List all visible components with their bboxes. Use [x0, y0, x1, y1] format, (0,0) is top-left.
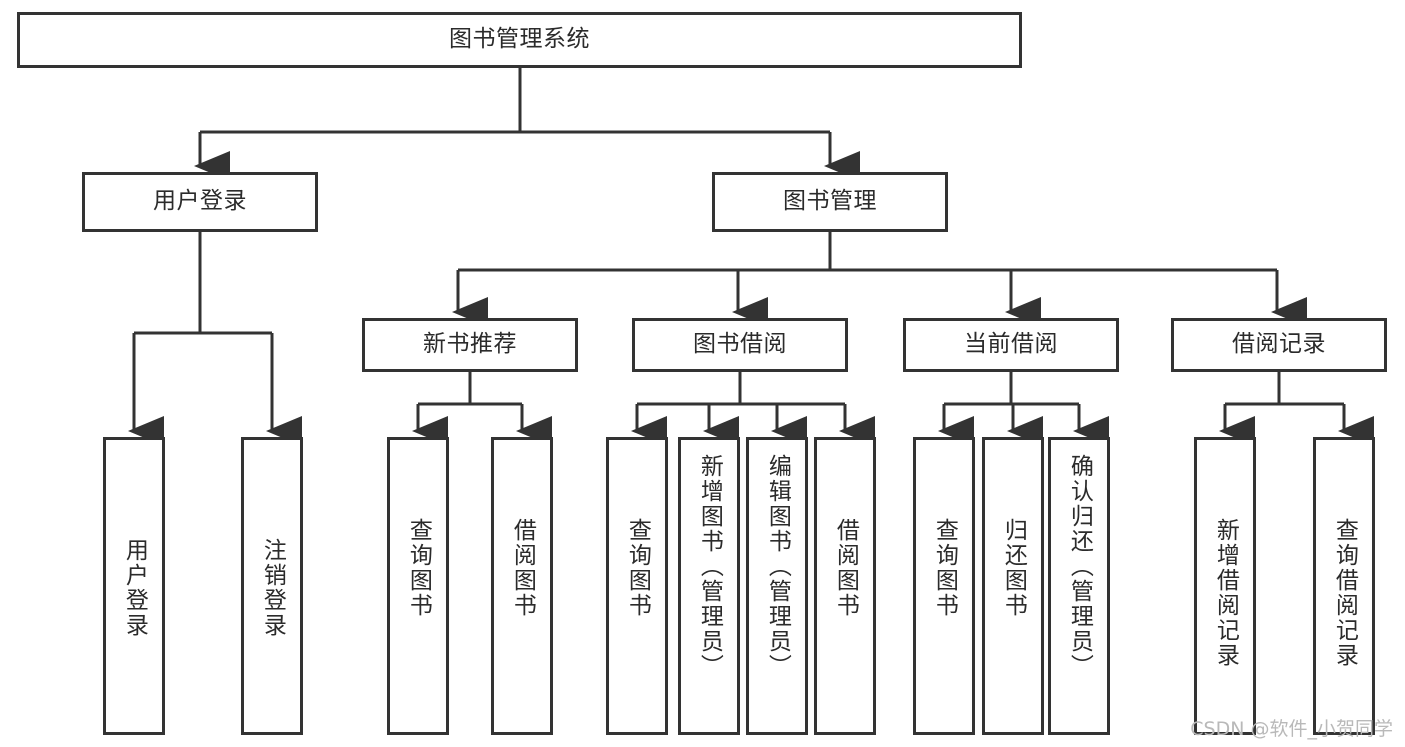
leaf-book-borrow-edit-label: 编辑图书（管理员） — [764, 454, 791, 679]
node-new-book-recommend-label: 新书推荐 — [423, 331, 517, 358]
watermark: CSDN @软件_小贺同学 — [1190, 718, 1393, 740]
leaf-current-borrow-confirm-label: 确认归还（管理员） — [1066, 454, 1093, 679]
leaf-borrow-record-query[interactable]: 查询借阅记录 — [1313, 437, 1375, 735]
node-book-management-label: 图书管理 — [783, 188, 877, 215]
leaf-user-login-signout[interactable]: 注销登录 — [241, 437, 303, 735]
leaf-new-book-borrow[interactable]: 借阅图书 — [491, 437, 553, 735]
node-root[interactable]: 图书管理系统 — [17, 12, 1022, 68]
node-book-borrow-label: 图书借阅 — [693, 331, 787, 358]
leaf-book-borrow-add-label: 新增图书（管理员） — [696, 454, 723, 679]
leaf-borrow-record-add-label: 新增借阅记录 — [1212, 518, 1239, 668]
leaf-current-borrow-query[interactable]: 查询图书 — [913, 437, 975, 735]
node-root-label: 图书管理系统 — [449, 26, 590, 53]
node-user-login-label: 用户登录 — [153, 188, 247, 215]
node-new-book-recommend[interactable]: 新书推荐 — [362, 318, 578, 372]
leaf-new-book-query-label: 查询图书 — [405, 518, 432, 618]
leaf-current-borrow-return-label: 归还图书 — [1000, 518, 1027, 618]
leaf-book-borrow-edit[interactable]: 编辑图书（管理员） — [746, 437, 808, 735]
node-book-management[interactable]: 图书管理 — [712, 172, 948, 232]
leaf-borrow-record-add[interactable]: 新增借阅记录 — [1194, 437, 1256, 735]
leaf-book-borrow-add[interactable]: 新增图书（管理员） — [678, 437, 740, 735]
node-current-borrow[interactable]: 当前借阅 — [903, 318, 1119, 372]
node-borrow-record-label: 借阅记录 — [1232, 331, 1326, 358]
leaf-book-borrow-query[interactable]: 查询图书 — [606, 437, 668, 735]
node-borrow-record[interactable]: 借阅记录 — [1171, 318, 1387, 372]
leaf-current-borrow-return[interactable]: 归还图书 — [982, 437, 1044, 735]
leaf-book-borrow-query-label: 查询图书 — [624, 518, 651, 618]
node-book-borrow[interactable]: 图书借阅 — [632, 318, 848, 372]
leaf-user-login-signin[interactable]: 用户登录 — [103, 437, 165, 735]
leaf-user-login-signin-label: 用户登录 — [121, 538, 148, 638]
leaf-book-borrow-borrow-label: 借阅图书 — [832, 518, 859, 618]
leaf-current-borrow-confirm[interactable]: 确认归还（管理员） — [1048, 437, 1110, 735]
leaf-book-borrow-borrow[interactable]: 借阅图书 — [814, 437, 876, 735]
leaf-current-borrow-query-label: 查询图书 — [931, 518, 958, 618]
leaf-new-book-borrow-label: 借阅图书 — [509, 518, 536, 618]
node-current-borrow-label: 当前借阅 — [964, 331, 1058, 358]
leaf-user-login-signout-label: 注销登录 — [259, 538, 286, 638]
leaf-borrow-record-query-label: 查询借阅记录 — [1331, 518, 1358, 668]
node-user-login[interactable]: 用户登录 — [82, 172, 318, 232]
leaf-new-book-query[interactable]: 查询图书 — [387, 437, 449, 735]
